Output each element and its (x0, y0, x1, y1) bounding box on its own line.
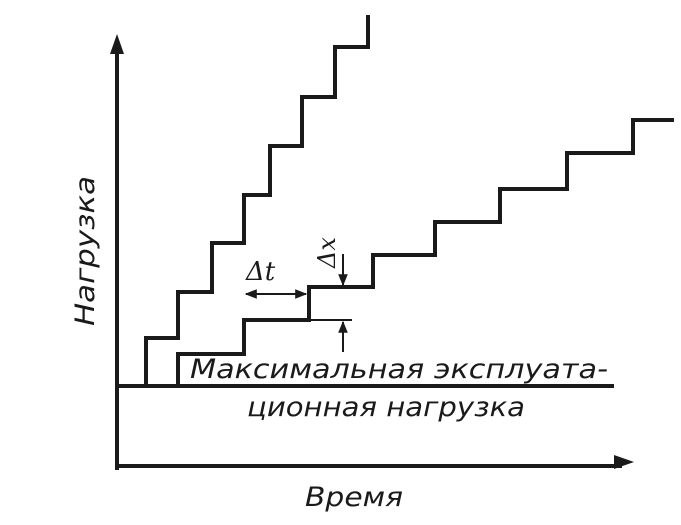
max-load-label-line2: ционная нагрузка (247, 392, 525, 423)
delta-x-label: Δx (313, 237, 341, 269)
steep-staircase-curve (144, 15, 370, 388)
x-axis-arrow (614, 455, 634, 469)
max-load-label-line1: Максимальная эксплуата- (190, 354, 608, 385)
gentle-staircase-curve (176, 118, 674, 388)
x-axis-label: Время (305, 482, 403, 513)
delta-t-label: Δt (245, 257, 276, 287)
y-axis-arrow (110, 34, 124, 54)
y-axis-label: Нагрузка (70, 176, 101, 326)
